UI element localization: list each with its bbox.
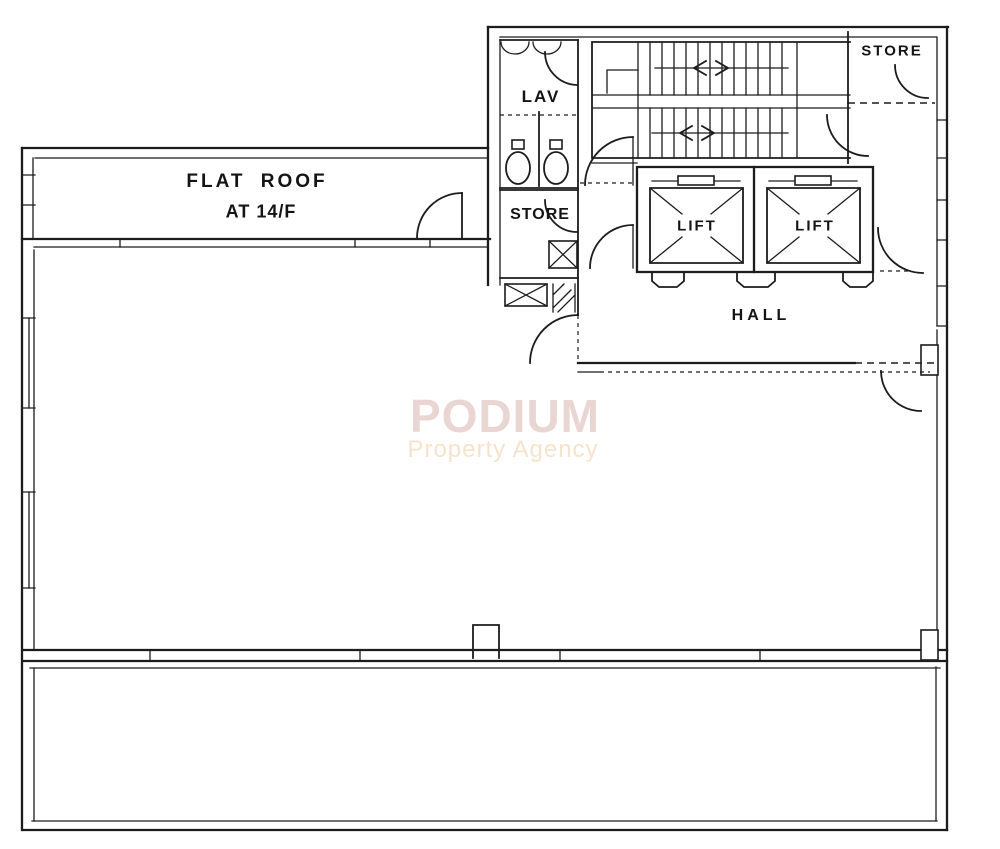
lift-cross-icon <box>766 187 861 264</box>
lift-left <box>649 175 744 264</box>
toilet-icon <box>505 139 531 185</box>
lift-lobby <box>580 114 924 274</box>
watermark-title: PODIUM <box>410 390 600 442</box>
hatched-wall <box>552 283 576 313</box>
duct-x-icon <box>548 240 578 269</box>
door-arc <box>826 114 869 157</box>
door-arc <box>544 199 578 233</box>
lift-sill <box>651 271 874 288</box>
flat-roof-outline <box>20 146 492 832</box>
stairs <box>591 41 851 159</box>
store-upper-right-room <box>847 31 935 164</box>
sink-icon <box>500 41 530 55</box>
core-walls <box>486 25 950 327</box>
pilaster <box>920 629 939 661</box>
pilaster <box>920 344 939 376</box>
door-arc <box>589 224 634 269</box>
lift-right-label: LIFT <box>795 217 835 235</box>
sink-icon <box>532 41 562 55</box>
lift-door <box>794 175 832 186</box>
door-arc <box>877 227 924 274</box>
hall-walls <box>529 314 935 412</box>
door-arc <box>529 314 579 364</box>
big-room-walls <box>21 25 949 832</box>
door-arc <box>544 51 578 86</box>
store-core-label: STORE <box>510 206 570 223</box>
duct-x-icon <box>504 283 548 307</box>
toilet-icon <box>543 139 569 185</box>
lower-roof-outline <box>21 666 949 832</box>
store-core-room <box>499 189 579 313</box>
door-arc <box>416 192 463 239</box>
watermark-subtitle: Property Agency <box>407 436 599 463</box>
door-arc <box>894 64 929 99</box>
lift-door <box>677 175 715 186</box>
stair-arrow-icon <box>692 59 730 77</box>
flat-roof-label: FLAT ROOF <box>186 171 328 192</box>
lift-shafts <box>635 165 875 288</box>
door-arc <box>880 370 922 412</box>
stair-treads <box>649 41 783 159</box>
lift-left-label: LIFT <box>677 217 717 235</box>
door-arc <box>584 136 634 186</box>
store-upper-right-label: STORE <box>861 42 923 60</box>
lav-room <box>499 39 579 189</box>
hall-label: HALL <box>731 307 791 324</box>
lift-right <box>766 175 861 264</box>
lav-label: LAV <box>521 87 561 106</box>
stair-arrow-icon <box>678 124 716 142</box>
flat-roof-floor-label: AT 14/F <box>225 201 297 222</box>
lift-cross-icon <box>649 187 744 264</box>
column <box>472 624 500 659</box>
